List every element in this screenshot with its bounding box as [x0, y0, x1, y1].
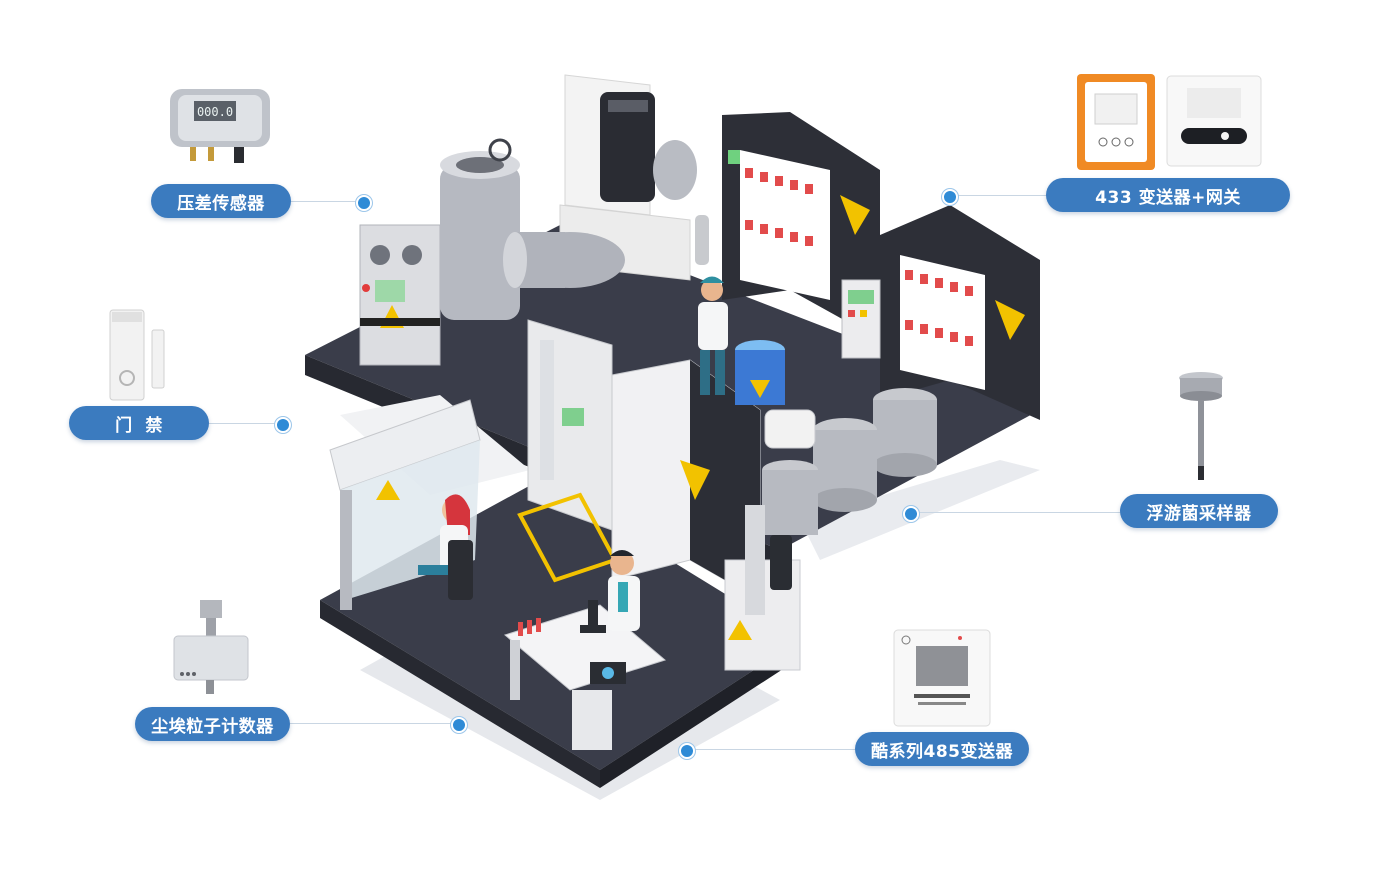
- connector-door: [208, 423, 280, 424]
- marker-pressure: [356, 195, 372, 211]
- researcher-microscope: [608, 550, 640, 631]
- label-pressure-sensor: 压差传感器: [151, 184, 291, 218]
- marker-485: [679, 743, 695, 759]
- waste-bins: [762, 388, 937, 535]
- chamber-core: [600, 92, 655, 202]
- storage-rack-left: [722, 112, 880, 340]
- connector-485: [692, 749, 855, 750]
- particle-counter-device-icon: [173, 600, 249, 694]
- fermenter-tank: [440, 165, 520, 320]
- connector-pressure: [290, 201, 362, 202]
- researcher-standing: [698, 276, 728, 395]
- researcher-hood: [418, 494, 473, 600]
- floor-lower-edge: [320, 600, 600, 788]
- label-door-access: 门 禁: [69, 406, 209, 440]
- cart-robot: [764, 409, 816, 449]
- label-transmitter-433: 433 变送器+网关: [1046, 178, 1290, 212]
- label-particle-counter: 尘埃粒子计数器: [135, 707, 290, 741]
- connector-sampler: [915, 512, 1121, 513]
- pressure-sensor-device-icon: 000.0: [170, 89, 270, 163]
- storage-rack-right: [880, 205, 1040, 420]
- chemical-barrel: [735, 340, 785, 405]
- transmitter-485-device-icon: [893, 629, 991, 727]
- microscope: [580, 600, 606, 633]
- marker-door: [275, 417, 291, 433]
- connector-433: [955, 195, 1047, 196]
- label-transmitter-485: 酷系列485变送器: [855, 732, 1029, 766]
- floor-shadow-right: [800, 460, 1040, 560]
- marker-433: [942, 189, 958, 205]
- pressure-display-text: 000.0: [197, 105, 233, 119]
- chamber-tank: [653, 140, 697, 200]
- connector-particle: [290, 723, 455, 724]
- door-sensor-device-icon: [109, 309, 165, 401]
- label-airborne-sampler: 浮游菌采样器: [1120, 494, 1278, 528]
- airborne-sampler-device-icon: [1179, 372, 1223, 480]
- marker-particle: [451, 717, 467, 733]
- test-tubes: [518, 618, 541, 636]
- floor-lower-edge-right: [600, 640, 800, 788]
- transmitter-433-device-icon: [1077, 74, 1262, 170]
- marker-sampler: [903, 506, 919, 522]
